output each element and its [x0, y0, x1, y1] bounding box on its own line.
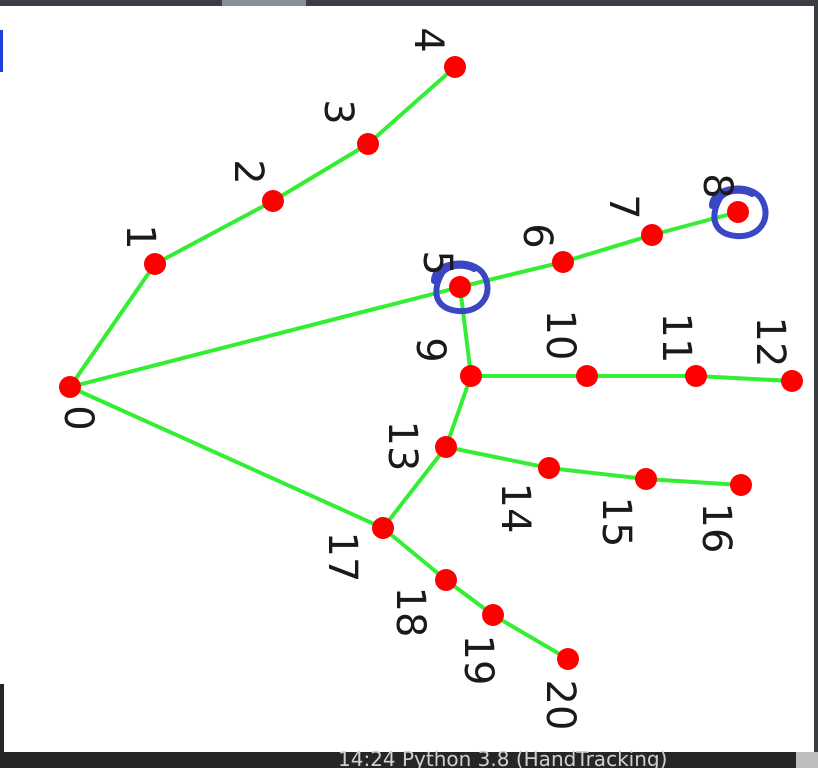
- connection-line-7-8: [650, 210, 740, 237]
- landmark-label-18: 18: [387, 587, 433, 638]
- highlight-circle-5: [431, 260, 491, 315]
- landmark-point-4: [444, 56, 466, 78]
- window-tab[interactable]: [222, 0, 306, 6]
- landmark-point-15: [635, 468, 657, 490]
- connection-line-0-1: [68, 262, 157, 389]
- landmark-label-16: 16: [693, 503, 739, 554]
- landmark-point-2: [262, 190, 284, 212]
- landmark-point-10: [576, 365, 598, 387]
- window-right-edge: [814, 0, 818, 768]
- window-left-edge: [0, 684, 4, 768]
- landmark-point-11: [685, 365, 707, 387]
- landmark-label-10: 10: [537, 310, 583, 361]
- landmark-point-5: [449, 276, 471, 298]
- landmark-point-8: [727, 201, 749, 223]
- landmark-point-20: [557, 648, 579, 670]
- landmark-label-9: 9: [407, 337, 453, 362]
- landmark-label-14: 14: [492, 483, 538, 534]
- landmark-point-12: [781, 370, 803, 392]
- landmark-point-3: [357, 133, 379, 155]
- landmark-point-7: [641, 224, 663, 246]
- highlight-marks: [431, 185, 769, 315]
- connection-line-2-3: [271, 142, 370, 203]
- connection-line-14-15: [547, 466, 648, 481]
- landmark-label-19: 19: [455, 635, 501, 686]
- connection-line-0-5: [68, 285, 462, 389]
- landmark-point-14: [538, 457, 560, 479]
- window-top-bar: [0, 0, 818, 6]
- landmark-label-1: 1: [117, 224, 163, 249]
- scrollbar-thumb[interactable]: [796, 752, 818, 768]
- landmark-point-16: [730, 474, 752, 496]
- connection-line-13-17: [381, 445, 448, 530]
- connection-line-5-9: [458, 285, 473, 378]
- landmark-point-1: [144, 253, 166, 275]
- landmark-label-0: 0: [55, 405, 101, 430]
- landmark-point-9: [460, 365, 482, 387]
- connection-line-5-6: [458, 260, 565, 289]
- connection-line-3-4: [366, 65, 457, 146]
- landmark-points: [59, 56, 803, 670]
- landmark-point-19: [482, 604, 504, 626]
- connection-line-9-13: [444, 374, 473, 449]
- taskbar: [0, 752, 818, 768]
- connection-line-6-7: [561, 233, 654, 264]
- landmark-label-15: 15: [593, 497, 639, 548]
- landmark-label-20: 20: [537, 680, 583, 731]
- landmark-label-8: 8: [694, 173, 740, 198]
- landmark-point-6: [552, 251, 574, 273]
- taskbar-status-text: 14:24 Python 3.8 (HandTracking): [338, 750, 668, 768]
- landmark-label-13: 13: [379, 421, 425, 472]
- connection-line-11-12: [694, 374, 794, 383]
- connection-line-15-16: [644, 477, 743, 487]
- landmark-point-13: [435, 436, 457, 458]
- landmark-label-3: 3: [315, 99, 361, 124]
- connection-line-1-2: [153, 199, 275, 266]
- connection-lines: [68, 65, 794, 661]
- landmark-point-17: [372, 517, 394, 539]
- landmark-label-2: 2: [225, 159, 271, 184]
- landmark-point-0: [59, 376, 81, 398]
- connection-line-19-20: [491, 613, 570, 661]
- window-edge-accent: [0, 30, 3, 72]
- landmark-label-5: 5: [414, 250, 460, 275]
- landmark-label-17: 17: [319, 532, 365, 583]
- landmark-label-11: 11: [653, 313, 699, 364]
- landmark-label-6: 6: [514, 223, 560, 248]
- highlight-circle-8: [709, 185, 769, 240]
- connection-line-0-17: [68, 385, 385, 530]
- landmark-label-4: 4: [405, 27, 451, 52]
- connection-line-17-18: [381, 526, 448, 582]
- landmark-point-18: [435, 569, 457, 591]
- landmark-label-7: 7: [600, 194, 646, 219]
- landmark-label-12: 12: [747, 317, 793, 368]
- connection-line-13-14: [444, 445, 551, 470]
